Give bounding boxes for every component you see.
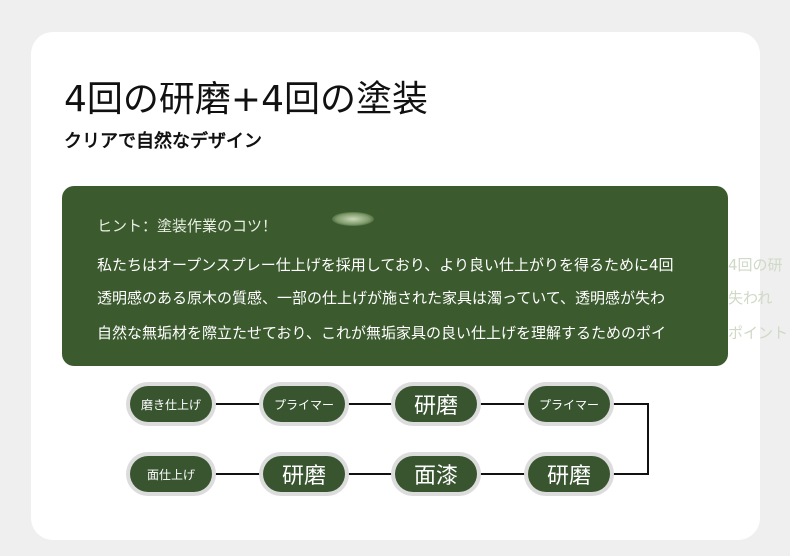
- page-subtitle: クリアで自然なデザイン: [64, 131, 262, 152]
- leaf-decoration-icon: [332, 212, 374, 226]
- hint-title: ヒント：塗装作業のコツ！: [97, 217, 278, 235]
- process-step-sanding-1: 研磨: [395, 386, 477, 422]
- process-step-polish: 磨き仕上げ: [130, 386, 212, 422]
- hint-line-2: 透明感のある原木の質感、一部の仕上げが施された家具は濁っていて、透明感が失わ: [97, 289, 666, 307]
- hint-overflow-3: ポイント: [728, 324, 788, 342]
- process-step-surface-finish: 面仕上げ: [130, 456, 212, 492]
- hint-panel: ヒント：塗装作業のコツ！ 私たちはオープンスプレー仕上げを採用しており、より良い…: [62, 186, 728, 366]
- hint-overflow-2: 失われ: [728, 289, 773, 307]
- page-title: 4回の研磨+4回の塗装: [64, 79, 428, 120]
- process-step-primer-1: プライマー: [263, 386, 345, 422]
- process-step-sanding-3: 研磨: [528, 456, 610, 492]
- process-step-sanding-2: 研磨: [263, 456, 345, 492]
- process-step-primer-2: プライマー: [528, 386, 610, 422]
- process-step-topcoat: 面漆: [395, 456, 477, 492]
- hint-line-3: 自然な無垢材を際立たせており、これが無垢家具の良い仕上げを理解するためのポイ: [97, 324, 666, 342]
- hint-overflow-1: 4回の研: [728, 256, 783, 274]
- hint-line-1: 私たちはオープンスプレー仕上げを採用しており、より良い仕上がりを得るために4回: [97, 256, 674, 274]
